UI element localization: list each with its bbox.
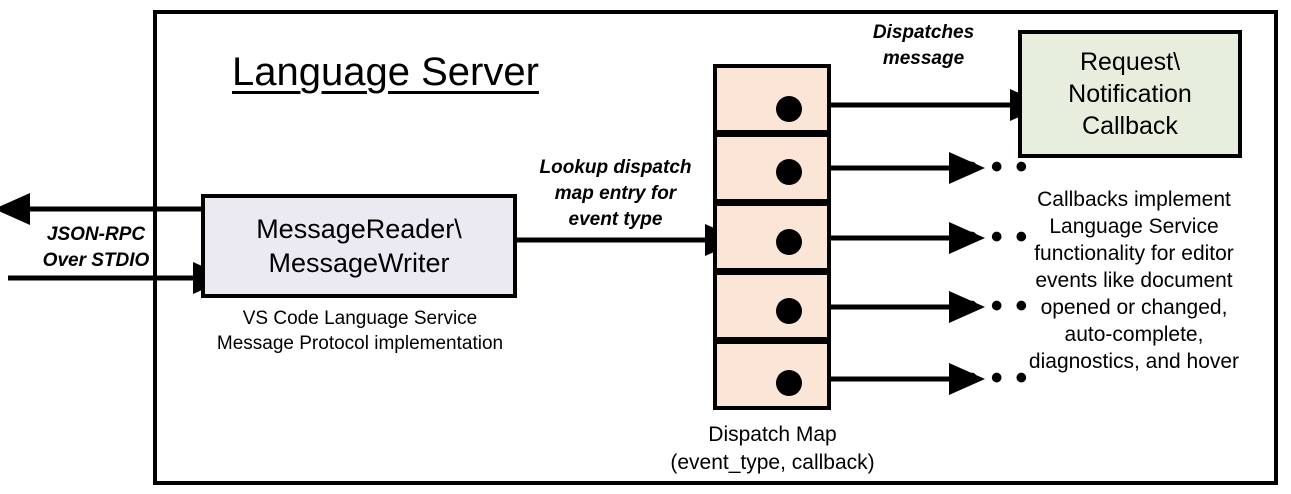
lookup-label-line-2: map entry for (554, 183, 677, 204)
dispatches-label-line-1: Dispatches (872, 22, 975, 43)
reader-caption-line-1: VS Code Language Service (242, 308, 478, 329)
callback-title-line-1: Request\ (1079, 48, 1181, 76)
dispatch-map-dot-2 (776, 159, 802, 185)
callback-caption-line-4: events like document (1035, 269, 1233, 292)
callback-caption-line-2: Language Service (1049, 215, 1219, 238)
ellipsis-row-2: • • • (966, 148, 1031, 186)
dispatches-label-line-2: message (882, 48, 965, 69)
jsonrpc-transport-label: JSON-RPC Over STDIO (26, 222, 166, 274)
dispatch-map-row-4[interactable] (713, 271, 831, 341)
callback-title-line-3: Callback (1082, 112, 1178, 140)
jsonrpc-label-line-1: JSON-RPC (46, 224, 146, 245)
dispatch-map-table (713, 64, 831, 412)
dispatch-map-row-3[interactable] (713, 202, 831, 272)
message-reader-writer-line-2: MessageWriter (268, 248, 450, 278)
request-notification-callback-box[interactable]: Request\ Notification Callback (1018, 30, 1242, 158)
callback-caption-line-6: auto-complete, (1064, 323, 1204, 346)
callback-caption: Callbacks implement Language Service fun… (1003, 186, 1265, 375)
callback-box-label: Request\ Notification Callback (1068, 46, 1192, 142)
message-reader-writer-caption: VS Code Language Service Message Protoco… (195, 306, 525, 356)
dispatch-map-caption: Dispatch Map (event_type, callback) (640, 421, 905, 477)
message-reader-writer-label: MessageReader\ MessageWriter (256, 212, 462, 280)
dispatch-map-caption-line-2: (event_type, callback) (670, 451, 875, 474)
message-reader-writer-box[interactable]: MessageReader\ MessageWriter (201, 194, 517, 298)
callback-caption-line-3: functionality for editor (1034, 242, 1234, 265)
lookup-dispatch-label: Lookup dispatch map entry for event type (523, 155, 708, 233)
reader-caption-line-2: Message Protocol implementation (216, 333, 504, 354)
dispatches-message-label: Dispatches message (836, 20, 1011, 72)
dispatch-map-dot-5 (776, 370, 802, 396)
dispatch-map-row-5[interactable] (713, 340, 831, 410)
dispatch-map-dot-1 (776, 96, 802, 122)
callback-caption-line-5: opened or changed, (1040, 296, 1228, 319)
lookup-label-line-1: Lookup dispatch (539, 157, 692, 178)
dispatch-map-caption-line-1: Dispatch Map (708, 423, 837, 446)
dispatch-map-row-1[interactable] (713, 64, 831, 134)
lookup-label-line-3: event type (568, 209, 663, 230)
callback-title-line-2: Notification (1068, 80, 1192, 108)
message-reader-writer-line-1: MessageReader\ (256, 214, 462, 244)
callback-caption-line-7: diagnostics, and hover (1028, 350, 1240, 373)
language-server-boundary (153, 10, 1278, 485)
dispatch-map-dot-4 (776, 298, 802, 324)
dispatch-map-dot-3 (776, 229, 802, 255)
dispatch-map-row-2[interactable] (713, 133, 831, 203)
jsonrpc-label-line-2: Over STDIO (42, 250, 150, 271)
page-title: Language Server (232, 50, 539, 94)
callback-caption-line-1: Callbacks implement (1037, 188, 1231, 211)
